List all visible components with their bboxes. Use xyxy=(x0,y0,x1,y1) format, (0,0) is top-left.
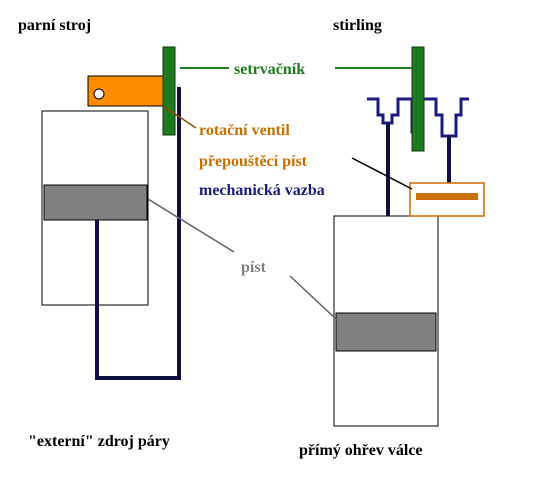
displacer-leader xyxy=(351,157,413,190)
rotary-valve-port xyxy=(93,88,105,100)
label-piston: píst xyxy=(241,259,267,276)
power-piston xyxy=(335,312,437,352)
label-direct-heating: přímý ohřev válce xyxy=(299,442,423,459)
stirling-flywheel xyxy=(411,46,425,152)
displacer-bar xyxy=(416,193,478,200)
label-flywheel: setrvačník xyxy=(234,61,305,78)
label-steam-engine: parní stroj xyxy=(18,17,91,34)
steam-flywheel xyxy=(162,46,176,136)
label-displacer: přepouštěcí píst xyxy=(199,153,308,170)
steam-piston xyxy=(43,184,148,221)
piston-leader-left xyxy=(147,198,235,253)
steam-connecting-rod xyxy=(95,87,181,380)
piston-leader-right xyxy=(289,275,338,321)
label-mechanical-link: mechanická vazba xyxy=(199,182,325,199)
label-rotary-valve: rotační ventil xyxy=(199,122,290,139)
label-external-source: "externí" zdroj páry xyxy=(28,433,170,450)
label-stirling: stirling xyxy=(333,17,382,34)
rotary-valve-leader xyxy=(162,105,197,129)
